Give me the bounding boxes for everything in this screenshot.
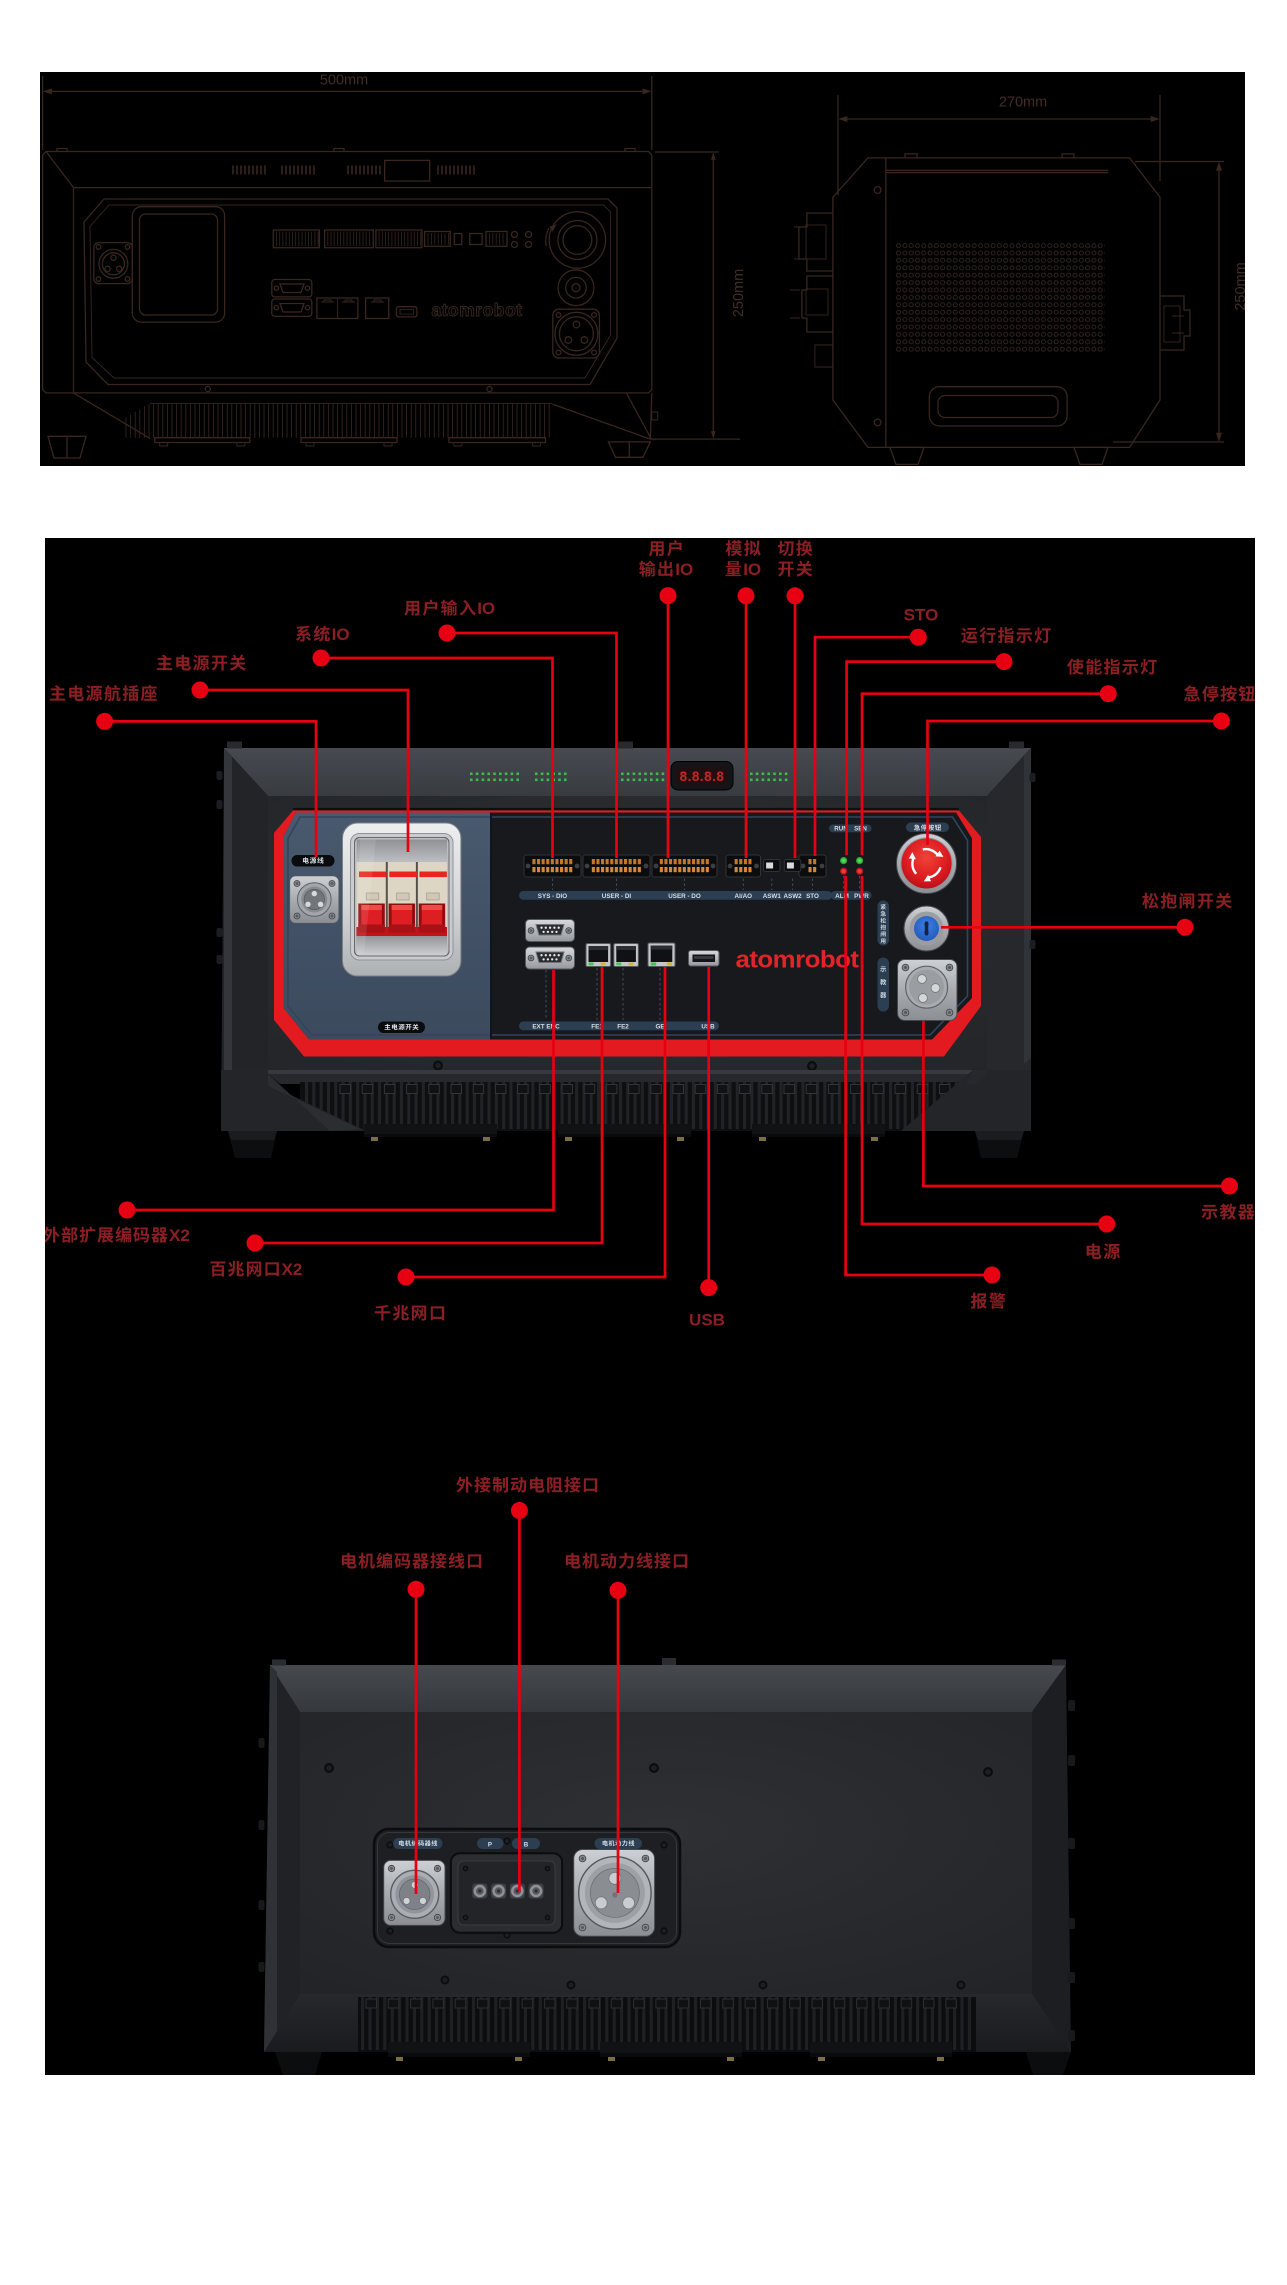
svg-text:atomrobot: atomrobot [736, 947, 859, 974]
svg-text:FE2: FE2 [617, 1023, 629, 1030]
svg-text:USB: USB [689, 1311, 725, 1330]
svg-text:250mm: 250mm [1233, 262, 1245, 310]
svg-text:FE1: FE1 [591, 1023, 603, 1030]
svg-text:SYS - DIO: SYS - DIO [538, 893, 567, 900]
svg-text:X2: X2 [282, 1260, 303, 1279]
svg-text:IO: IO [675, 560, 693, 579]
svg-text:X2: X2 [169, 1226, 190, 1245]
svg-text:ALM: ALM [835, 893, 849, 900]
svg-text:ASW1: ASW1 [763, 893, 782, 900]
svg-text:GE: GE [655, 1023, 664, 1030]
svg-text:IO: IO [477, 599, 495, 618]
svg-text:atomrobot: atomrobot [431, 300, 522, 320]
svg-text:EXT ENC: EXT ENC [532, 1023, 560, 1030]
svg-text:STO: STO [904, 606, 939, 625]
svg-text:500mm: 500mm [320, 73, 368, 89]
svg-text:8.8.8.8: 8.8.8.8 [680, 769, 725, 784]
svg-text:AI/AO: AI/AO [735, 893, 753, 900]
svg-text:IO: IO [743, 560, 761, 579]
svg-text:RUN: RUN [834, 826, 848, 833]
svg-text:STO: STO [806, 893, 819, 900]
svg-text:250mm: 250mm [731, 269, 747, 317]
svg-text:USER - DO: USER - DO [668, 893, 701, 900]
svg-text:270mm: 270mm [999, 95, 1047, 111]
svg-text:USER - DI: USER - DI [602, 893, 632, 900]
svg-text:P: P [488, 1841, 492, 1848]
svg-text:ASW2: ASW2 [783, 893, 802, 900]
svg-text:IO: IO [332, 625, 350, 644]
svg-text:B: B [524, 1841, 529, 1848]
